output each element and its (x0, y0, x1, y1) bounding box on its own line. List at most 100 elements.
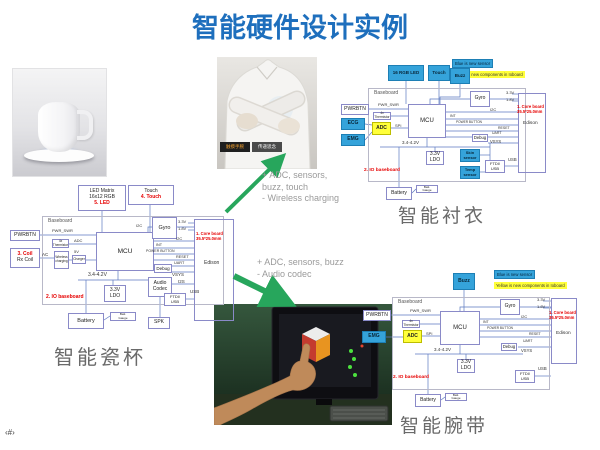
shirt-core-board-label: 1. Core board 35.5*25.0mm (517, 104, 551, 115)
shirt-skin-sensor-box: Skin sensor (460, 149, 480, 162)
cup-gyro-label: Gyro (158, 224, 171, 231)
shirt-usb-label: USB (508, 157, 517, 162)
shirt-ecg-label: ECG (347, 120, 359, 127)
note-shirt-upgrade: + ADC, sensors, buzz, touch - Wireless c… (262, 170, 339, 205)
wrist-1v8-label: 1.8V (537, 304, 546, 309)
cup-spk-label: SPK (153, 319, 164, 326)
wrist-mcu-box: MCU (440, 311, 480, 345)
shirt-photo-art (217, 57, 317, 169)
wrist-thermistor-label: 4x Thermistor (403, 319, 419, 327)
cup-touch-box: Touch 4. Touch (128, 185, 174, 205)
shirt-legend-blue: Blue is new sensor (452, 59, 494, 69)
cup-ldo-line2: LDO (109, 292, 121, 299)
wrist-battery-label: Battery (420, 396, 436, 403)
shirt-adc-box: ADC (372, 122, 391, 135)
cup-debug-label: Debug (156, 265, 170, 271)
wrist-uart-label: UART (523, 339, 533, 343)
cup-audio-line1: Audio (153, 280, 167, 287)
cup-reset-label: RESET (176, 255, 189, 259)
wrist-debug-label: Debug (502, 343, 516, 349)
cup-touch-label: Touch (144, 188, 158, 195)
shirt-ftdi-line2: USB (490, 165, 500, 171)
cup-battery-box: Battery (68, 313, 104, 329)
shirt-hand-right (278, 118, 300, 134)
wrist-baseboard-label: Baseboard (398, 299, 423, 305)
cup-battery-label: Battery (77, 317, 95, 324)
cup-vsys-label: VSYS (172, 272, 185, 277)
wrist-mcu-label: MCU (453, 324, 467, 331)
shirt-thermistor-label: 4x Thermistor (374, 111, 390, 119)
shirt-core-line1: 1. Core board (517, 104, 544, 109)
cup-usb-label: USB (190, 289, 200, 294)
cup-led-line2: 16x12 RGB (89, 194, 115, 201)
wrist-pwrbtn-box: PWRBTN (363, 310, 391, 321)
wrist-ldo-box: 3.3V LDO (457, 359, 475, 373)
wrist-power-button-label: POWER BUTTON (487, 326, 513, 330)
shirt-rgb-led-box: 16 RGB LED (388, 65, 424, 81)
note1-line1: + ADC, sensors, (262, 170, 328, 180)
cup-diagram: Baseboard LED Matrix 16x12 RGB 5. LED To… (8, 183, 240, 383)
shirt-gyro-box: Gyro (470, 91, 490, 107)
cup-io-baseboard-label: 2. IO baseboard (46, 294, 84, 300)
shirt-baseboard-outline (368, 88, 526, 182)
shirt-ftdi-line1: FTDI/ (490, 160, 500, 166)
cup-led-number: 5. LED (94, 199, 110, 206)
wrist-ftdi-line2: USB (520, 375, 530, 381)
cup-wireless-charging-box: Wireless charging (54, 251, 69, 269)
wrist-voltage-range-label: 3.4-4.2V (434, 347, 452, 352)
wrist-ftdi-usb-box: FTDI/ USB (515, 370, 535, 383)
shirt-ldo-box: 3.3V LDO (426, 151, 444, 165)
shirt-ecg-box: ECG (341, 118, 365, 130)
cup-body (38, 102, 80, 152)
wrist-ldo-line1: 3.3V (460, 359, 472, 366)
wrist-io-baseboard-label: 2. IO baseboard (393, 375, 429, 380)
shirt-ldo-line2: LDO (429, 157, 441, 163)
note2-line2: - Audio codec (257, 268, 312, 279)
wrist-pwrbtn-label: PWRBTN (366, 311, 388, 318)
cup-pwrbtn-box: PWRBTN (10, 230, 40, 241)
cup-saucer (24, 149, 94, 162)
cup-5v-label: 5V (74, 249, 79, 254)
wrist-core-board-outline (551, 298, 577, 364)
shirt-skin-line2: sensor (463, 154, 477, 160)
shirt-touch-label: Touch (432, 70, 446, 76)
shirt-pwrbtn-label: PWRBTN (344, 105, 366, 112)
wrist-adc-box: ADC (403, 330, 422, 343)
cup-gyro-box: Gyro (152, 217, 177, 239)
wrist-emg-label: EMG (368, 333, 380, 340)
cup-1v8-label: 1.8V (178, 226, 187, 231)
cup-charger-label: Charger (73, 256, 85, 261)
shirt-buzz-box: Buzz (450, 68, 470, 84)
cup-thermistor-box: 4x Thermistor (52, 239, 69, 248)
note1-line3: - Wireless charging (262, 193, 340, 204)
shirt-touch-box: Touch (428, 65, 450, 81)
wrist-gauge-line1: Batt. (452, 392, 460, 397)
cup-wireless-line2: charging (55, 259, 68, 263)
cup-led-line1: LED Matrix (89, 188, 115, 195)
cup-audio-line2: Codec (152, 286, 168, 292)
shirt-skin-line1: Skin (465, 149, 475, 155)
shirt-collar (256, 66, 278, 80)
cup-photo (12, 68, 107, 177)
shirt-adc-label: ADC (376, 124, 387, 131)
shirt-photo-chip-1: 触摸手腕 (220, 142, 250, 152)
cup-i2c-label-2: I2C (176, 236, 183, 241)
wrist-vsys-label: VSYS (521, 348, 533, 353)
cup-audio-codec-box: Audio Codec (148, 277, 172, 297)
cup-ac-label: AC (42, 252, 49, 257)
shirt-temp-sensor-box: Temp sensor (460, 166, 480, 179)
slide-title: 智能硬件设计实例 (192, 13, 408, 43)
cup-core-board-outline (194, 219, 234, 321)
shirt-diagram: Blue is new sensor Yellow is new compone… (340, 55, 598, 235)
shirt-gauge-line1: Batt. (423, 184, 431, 189)
wrist-gyro-box: Gyro (500, 299, 520, 315)
cup-led-matrix-box: LED Matrix 16x12 RGB 5. LED (78, 185, 126, 211)
cup-ftdi-line2: USB (170, 298, 180, 304)
monitor-stand (316, 399, 332, 405)
shirt-ldo-line1: 3.3V (429, 151, 441, 158)
wrist-baseboard-outline (392, 297, 550, 390)
cup-coil-number: 3. Coil (17, 251, 33, 258)
shirt-power-button-label: POWER BUTTON (456, 120, 482, 124)
cup-adc-wire-label: ADC (74, 238, 83, 243)
